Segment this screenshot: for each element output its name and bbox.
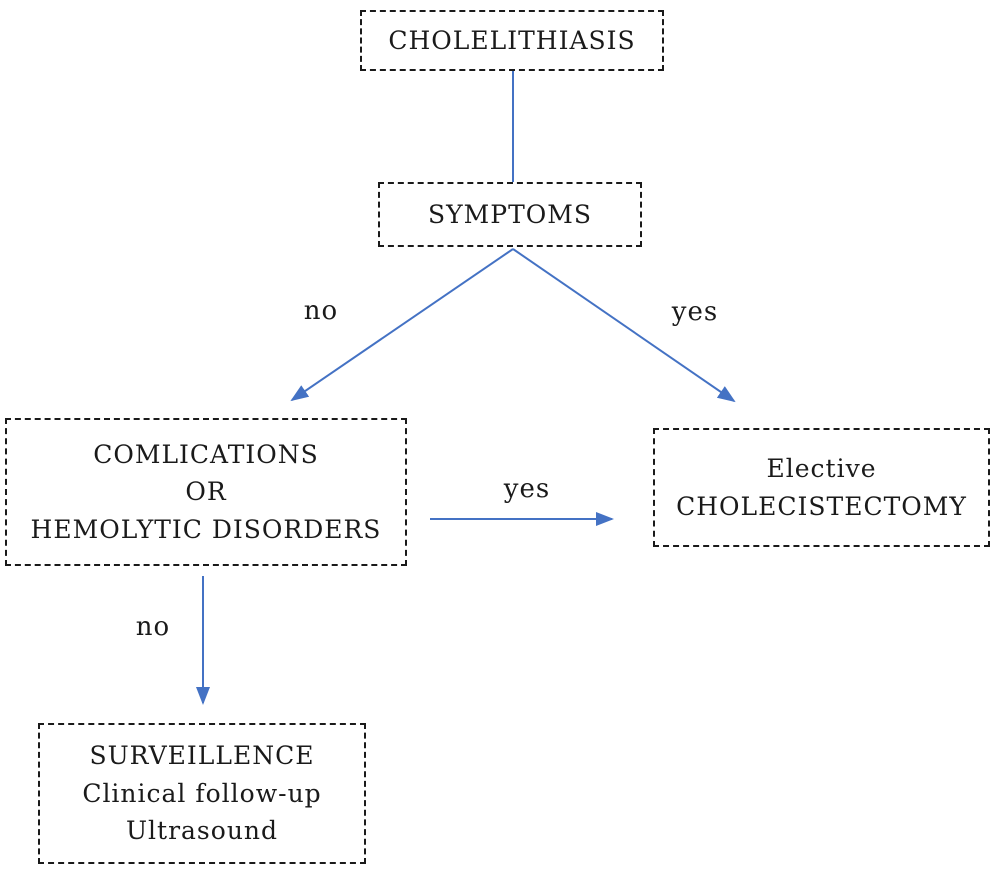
edge-label-symptoms-yes: yes bbox=[671, 297, 719, 327]
edge-label-complications-no: no bbox=[135, 612, 171, 642]
node-complications-line-3: HEMOLYTIC DISORDERS bbox=[30, 514, 382, 544]
node-symptoms-label: SYMPTOMS bbox=[428, 199, 592, 229]
edge-label-complications-yes: yes bbox=[503, 474, 551, 504]
node-complications-line-1: COMLICATIONS bbox=[93, 439, 319, 469]
node-surveillance-line-2: Clinical follow-up bbox=[82, 778, 322, 808]
node-elective-line-2: CHOLECISTECTOMY bbox=[676, 491, 967, 521]
edge-label-symptoms-no: no bbox=[303, 296, 339, 326]
node-elective-cholecystectomy: Elective CHOLECISTECTOMY bbox=[653, 428, 990, 547]
node-cholelithiasis: CHOLELITHIASIS bbox=[360, 10, 664, 71]
node-complications-line-2: OR bbox=[185, 477, 227, 507]
node-surveillance: SURVEILLENCE Clinical follow-up Ultrasou… bbox=[38, 723, 366, 864]
node-surveillance-line-3: Ultrasound bbox=[125, 816, 279, 846]
node-cholelithiasis-label: CHOLELITHIASIS bbox=[388, 25, 636, 55]
node-surveillance-line-1: SURVEILLENCE bbox=[89, 741, 315, 771]
node-elective-line-1: Elective bbox=[766, 454, 877, 483]
node-symptoms: SYMPTOMS bbox=[378, 182, 642, 247]
node-complications-or-hemolytic-disorders: COMLICATIONS OR HEMOLYTIC DISORDERS bbox=[5, 418, 407, 566]
